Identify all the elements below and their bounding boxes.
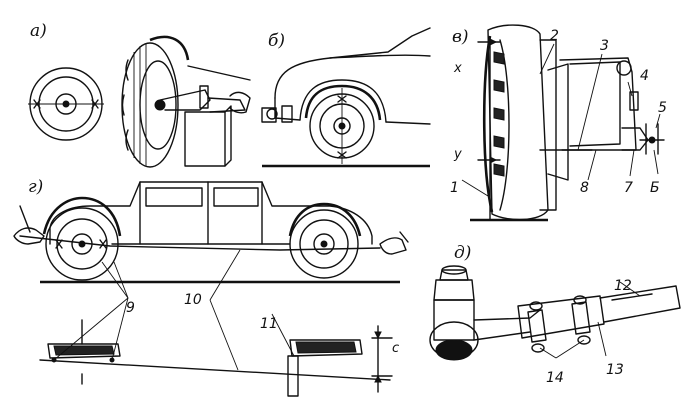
panel-a-label: а) bbox=[30, 21, 47, 41]
callout-14: 14 bbox=[546, 370, 564, 386]
panel-d-label: д) bbox=[454, 243, 471, 263]
tyre-section bbox=[477, 24, 549, 221]
axis-y-label: у bbox=[453, 147, 462, 162]
callout-9: 9 bbox=[126, 300, 135, 316]
callout-10: 10 bbox=[184, 292, 202, 308]
axis-x-label: х bbox=[453, 61, 462, 76]
panel-v-leaders bbox=[461, 43, 661, 197]
callout-7: 7 bbox=[624, 180, 633, 196]
car-front-view bbox=[261, 27, 431, 168]
hub-assembly bbox=[470, 39, 665, 222]
callout-2: 2 bbox=[550, 28, 559, 44]
callout-11: 11 bbox=[260, 316, 278, 332]
wheel-with-gauge bbox=[121, 35, 251, 168]
callout-8: 8 bbox=[580, 180, 589, 196]
callout-3: 3 bbox=[600, 38, 609, 54]
panel-b: б) bbox=[261, 27, 431, 168]
panel-g: г) bbox=[13, 177, 409, 397]
measuring-cord bbox=[13, 205, 409, 255]
panel-v-label: в) bbox=[452, 27, 469, 47]
panel-b-label: б) bbox=[268, 31, 285, 51]
car-side-view bbox=[40, 181, 400, 284]
dimension-c-label: с bbox=[392, 341, 399, 356]
panel-g-leaders bbox=[53, 249, 295, 371]
callout-6: Б bbox=[650, 180, 660, 196]
panel-g-label: г) bbox=[28, 177, 43, 197]
callout-5: 5 bbox=[658, 100, 667, 116]
callout-1: 1 bbox=[450, 180, 459, 196]
panel-v: в) bbox=[450, 24, 667, 222]
panel-a: а) bbox=[28, 21, 251, 168]
callout-13: 13 bbox=[606, 362, 624, 378]
panel-d: д) 12 13 14 bbox=[429, 243, 681, 386]
callout-12: 12 bbox=[614, 278, 632, 294]
tie-rod-end bbox=[429, 265, 681, 361]
callout-4: 4 bbox=[640, 68, 649, 84]
wheel-front-view bbox=[28, 67, 104, 141]
panel-d-leaders bbox=[539, 281, 641, 359]
ground-plan bbox=[39, 319, 393, 397]
